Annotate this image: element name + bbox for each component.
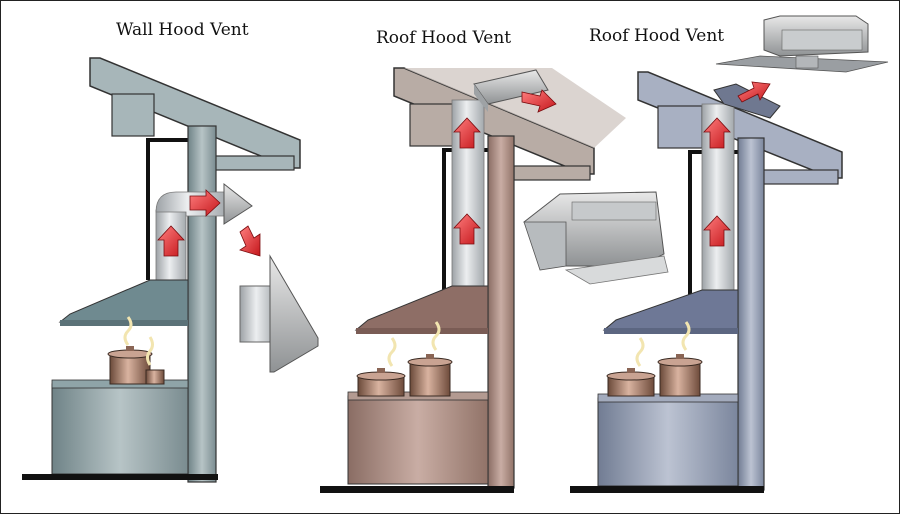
steam-icon (681, 321, 691, 351)
cooking-pot-icon (606, 368, 656, 397)
eave-beam (761, 169, 839, 185)
airflow-arrow-icon (703, 117, 731, 149)
wall-cap-small-icon (223, 182, 253, 225)
roof-cap-icon (715, 15, 889, 73)
roof-cap-small-icon (713, 83, 781, 119)
roof-vent-panel-1 (320, 67, 669, 493)
cooking-pot-icon (356, 368, 406, 397)
roof-beam (409, 103, 455, 147)
steam-icon (123, 316, 133, 346)
exterior-wall (487, 135, 515, 489)
steam-icon (431, 321, 441, 351)
airflow-arrow-icon (157, 225, 185, 257)
eave-beam (513, 165, 591, 181)
range-hood (602, 289, 739, 331)
steam-icon (635, 337, 645, 367)
roof-hood-vent-title-2: Roof Hood Vent (589, 26, 725, 46)
range-hood-trim (60, 320, 188, 326)
floor-line (320, 486, 514, 493)
airflow-arrow-icon (737, 81, 771, 103)
airflow-arrow-icon (453, 213, 481, 245)
cooking-pot-icon (145, 369, 165, 385)
steam-icon (146, 336, 154, 366)
steam-icon (387, 337, 397, 367)
range-hood-trim (604, 328, 738, 334)
wall-hood-vent-title: Wall Hood Vent (116, 20, 249, 40)
range-hood-trim (356, 328, 488, 334)
roof-hood-vent-title-1: Roof Hood Vent (376, 28, 512, 48)
cabinet (51, 383, 189, 475)
roof-cap-icon (523, 191, 669, 285)
floor-line (570, 486, 764, 493)
airflow-arrow-icon (239, 225, 261, 257)
roof-vent-panel-2 (570, 15, 889, 493)
roof-beam (657, 105, 703, 149)
exterior-wall (737, 137, 765, 491)
airflow-arrow-icon (521, 89, 557, 113)
range-hood (58, 279, 189, 323)
cooking-pot-icon (407, 354, 453, 397)
roof-panel (637, 71, 843, 179)
cabinet (347, 395, 489, 485)
eave-beam (213, 155, 295, 171)
cooking-pot-icon (657, 354, 703, 397)
airflow-arrow-icon (703, 215, 731, 247)
range-hood (354, 285, 489, 331)
airflow-arrow-icon (189, 189, 221, 217)
roof-cap-small-icon (473, 69, 549, 112)
floor-line (22, 474, 218, 480)
exterior-wall (187, 125, 217, 483)
roof-beam (111, 93, 155, 137)
wall-cap-icon (239, 254, 319, 373)
cooking-pot-icon (107, 346, 153, 385)
roof-panel (89, 57, 301, 169)
roof-top-surface (404, 68, 626, 148)
wall-vent-panel (22, 57, 319, 483)
airflow-arrow-icon (453, 117, 481, 149)
cabinet (597, 397, 739, 487)
